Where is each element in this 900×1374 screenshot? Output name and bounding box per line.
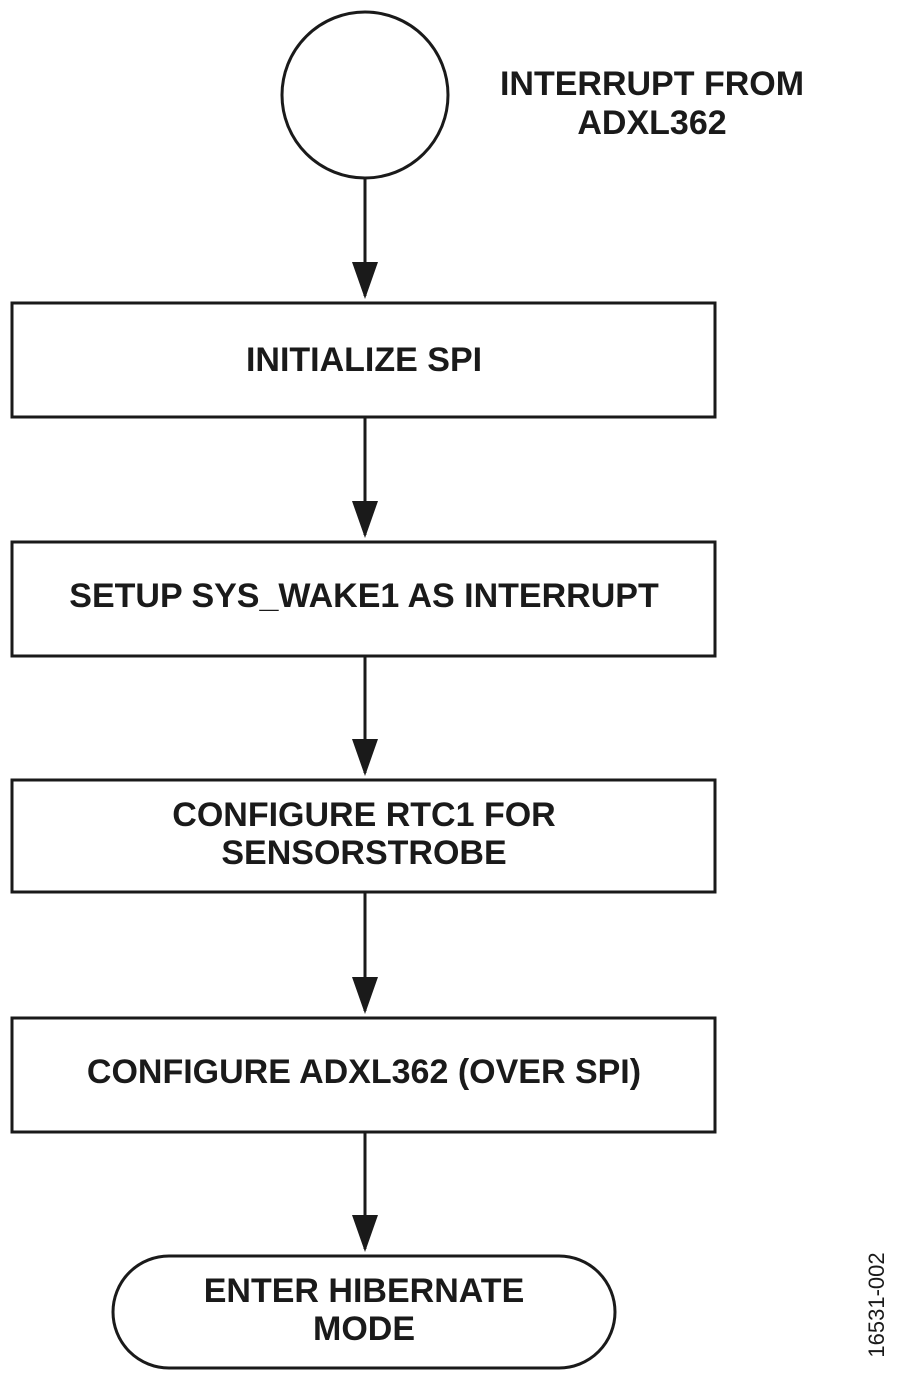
step-setup-sys-wake1-box <box>10 540 717 658</box>
start-label-line1: INTERRUPT FROM <box>500 65 804 103</box>
arrowhead-2 <box>352 501 378 538</box>
step-configure-rtc1-label-line1: CONFIGURE RTC1 FOR <box>172 796 555 834</box>
end-terminator <box>111 1254 617 1370</box>
start-label-line2: ADXL362 <box>577 104 726 142</box>
arrowhead-1 <box>352 262 378 299</box>
step-configure-rtc1-label-line2: SENSORSTROBE <box>221 834 506 872</box>
step-configure-adxl362-box <box>10 1016 717 1134</box>
step-configure-adxl362-label: CONFIGURE ADXL362 (OVER SPI) <box>87 1053 641 1091</box>
step-initialize-spi-label: INITIALIZE SPI <box>246 341 482 379</box>
end-label-line2: MODE <box>313 1310 415 1348</box>
step-setup-sys-wake1-label: SETUP SYS_WAKE1 AS INTERRUPT <box>69 577 659 615</box>
figure-id: 16531-002 <box>864 1252 889 1357</box>
arrowhead-4 <box>352 977 378 1014</box>
end-label-line1: ENTER HIBERNATE <box>204 1272 525 1310</box>
arrowhead-3 <box>352 739 378 776</box>
arrowhead-5 <box>352 1215 378 1252</box>
step-configure-rtc1-box <box>10 778 717 894</box>
start-circle <box>280 10 450 180</box>
